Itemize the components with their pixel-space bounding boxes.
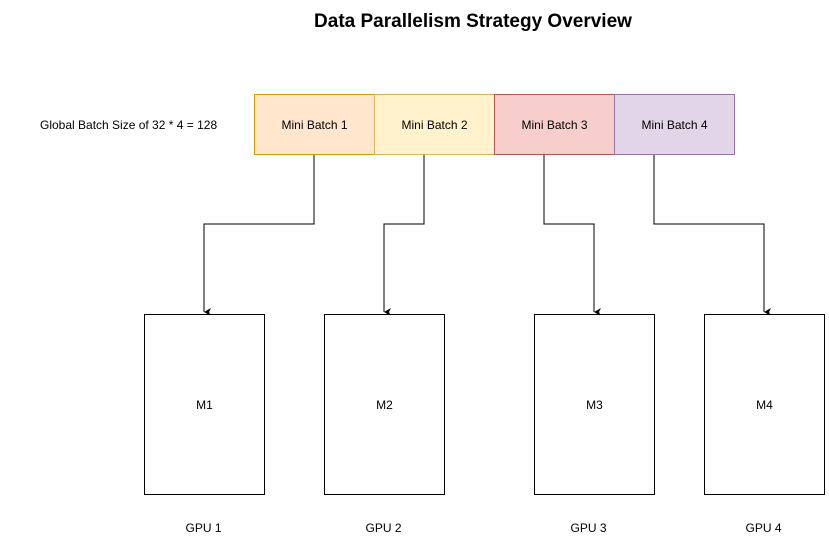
mini-batch-4: Mini Batch 4 [614,94,735,155]
model-label-m3: M3 [586,397,603,412]
model-box-m4: M4 [704,314,825,495]
model-box-m3: M3 [534,314,655,495]
diagram-title: Data Parallelism Strategy Overview [314,11,632,32]
arrow-batch-3-to-m3 [543,155,601,316]
arrow-batch-2-to-m2 [383,155,425,316]
mini-batch-1: Mini Batch 1 [254,94,375,155]
gpu-label-4: GPU 4 [745,521,782,535]
mini-batch-1-label: Mini Batch 1 [281,117,348,132]
global-batch-label: Global Batch Size of 32 * 4 = 128 [40,118,218,132]
mini-batch-3: Mini Batch 3 [494,94,615,155]
model-label-m1: M1 [196,397,213,412]
arrow-batch-4-to-m4 [653,155,771,316]
mini-batch-2-label: Mini Batch 2 [401,117,468,132]
gpu-label-3: GPU 3 [570,521,607,535]
arrow-batch-1-to-m1 [203,155,315,316]
mini-batch-2: Mini Batch 2 [374,94,495,155]
model-label-m2: M2 [376,397,393,412]
mini-batch-3-label: Mini Batch 3 [521,117,588,132]
model-box-m2: M2 [324,314,445,495]
gpu-label-1: GPU 1 [185,521,222,535]
mini-batch-4-label: Mini Batch 4 [641,117,708,132]
model-box-m1: M1 [144,314,265,495]
gpu-label-2: GPU 2 [365,521,402,535]
model-label-m4: M4 [756,397,773,412]
